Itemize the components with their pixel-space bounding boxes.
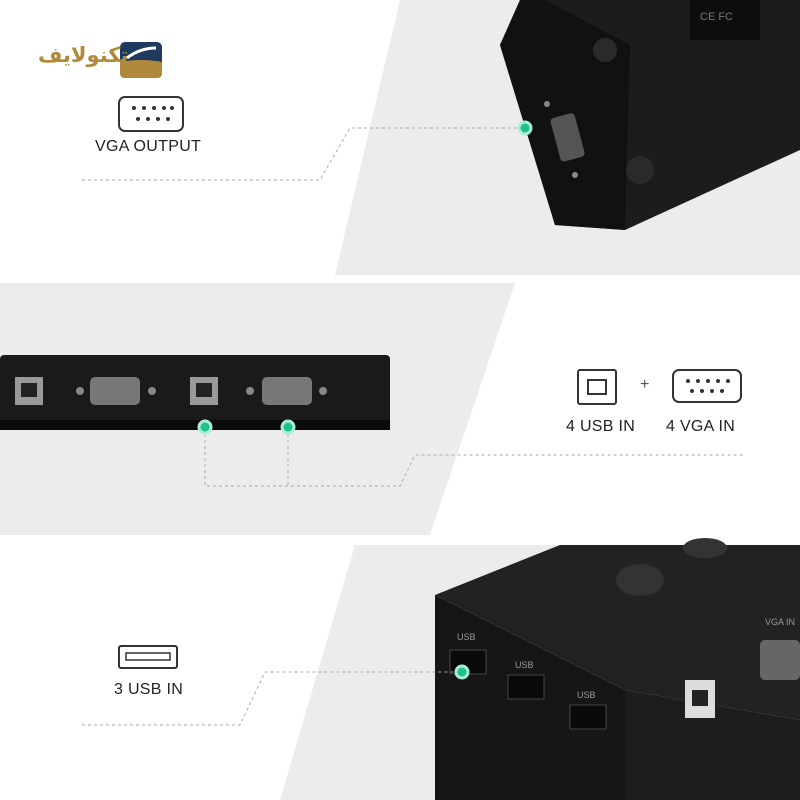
- device-print-text: CE FC: [700, 11, 733, 23]
- connector-line: [82, 671, 462, 726]
- device-print-text: VGA IN: [765, 617, 795, 627]
- kvm-switch-top-view: CE FC: [500, 0, 800, 230]
- vga-output-label: VGA OUTPUT: [95, 138, 202, 155]
- vga-in-label: 4 VGA IN: [666, 418, 736, 435]
- device-print-text: USB: [457, 632, 476, 642]
- vga-port: [262, 377, 312, 405]
- vga-port: [760, 640, 800, 680]
- accent-dot: [280, 419, 296, 435]
- accent-dot: [197, 419, 213, 435]
- vga-output-port: [550, 113, 585, 162]
- usb-in-label: 4 USB IN: [566, 418, 636, 435]
- vga-port-icon: [118, 96, 184, 132]
- accent-dot: [517, 120, 533, 136]
- usb-in-3-label: 3 USB IN: [114, 681, 184, 698]
- device-print-text: USB: [577, 690, 596, 700]
- plus-sign: +: [640, 376, 650, 393]
- logo-mark: [120, 42, 162, 78]
- brand-logo-text: تکنولایف: [38, 44, 129, 67]
- switch-button: [683, 538, 727, 558]
- connector-line: [82, 127, 525, 181]
- switch-button: [616, 564, 664, 596]
- kvm-switch-front-view: USB USB USB VGA IN: [435, 538, 800, 800]
- kvm-switch-rear-view: [0, 355, 390, 430]
- vga-port-icon: [672, 369, 742, 403]
- device-print-text: USB: [515, 660, 534, 670]
- accent-dot: [454, 664, 470, 680]
- connector-line: [204, 428, 745, 487]
- vga-port: [90, 377, 140, 405]
